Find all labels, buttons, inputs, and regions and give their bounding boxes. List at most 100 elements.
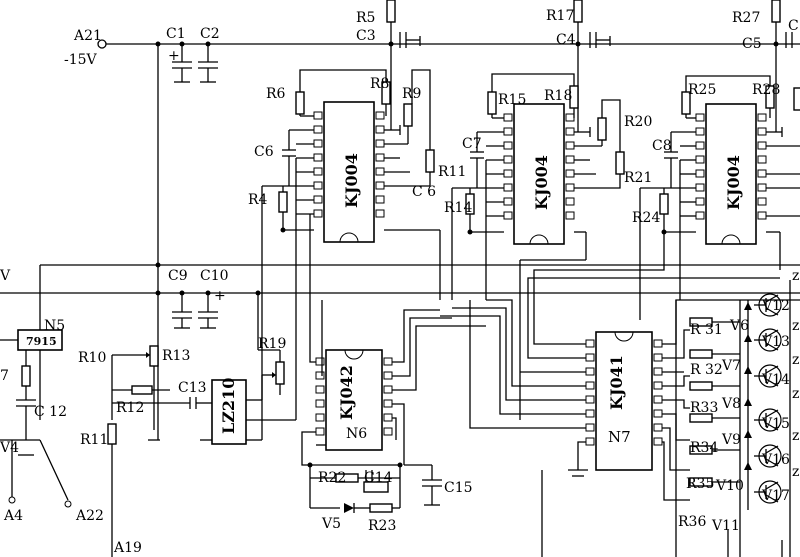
v13-label: V13 (761, 334, 790, 350)
chip-lz210-label: LZ210 (219, 378, 238, 434)
r14-label: R14 (444, 200, 472, 216)
r6-label: R6 (266, 86, 286, 102)
labels: A21 -15V A4 A22 A19 C1 C2 C3 C4 C5 C6 C … (0, 8, 799, 556)
svg-text:+: + (214, 288, 226, 304)
chip-kj004-1-label: KJ004 (342, 153, 361, 208)
v12-label: V12 (761, 298, 790, 314)
v6-label: V6 (729, 318, 749, 334)
v16-label: V16 (761, 452, 790, 468)
capacitor-c2 (198, 44, 218, 83)
c14-label: C14 (364, 470, 393, 486)
chip-kj004-3 (695, 103, 767, 245)
edge-z4-label: z (792, 386, 799, 402)
r4-label: R4 (248, 192, 268, 208)
edge-z3-label: z (792, 352, 799, 368)
r9-label: R9 (402, 86, 421, 102)
r19-label: R19 (258, 336, 286, 352)
chip-n7-label: N7 (608, 428, 631, 446)
chip-n6-label: N6 (346, 426, 367, 442)
capacitor-c4 (589, 32, 611, 48)
supply-rail (0, 39, 800, 440)
terminal-a21-label: A21 (73, 28, 102, 44)
capacitor-c9 (172, 293, 192, 329)
r11b-label: R11 (80, 432, 108, 448)
svg-text:+: + (168, 48, 180, 64)
v17-label: V17 (761, 488, 790, 504)
resistor-r5 (386, 0, 396, 23)
capacitor-c1: + (168, 44, 192, 83)
edge-z1-label: z (792, 268, 799, 284)
regulator-7915 (0, 300, 72, 508)
terminal-a19-label: A19 (113, 540, 142, 556)
r22-label: R22 (318, 470, 346, 486)
r17-label: R17 (546, 8, 574, 24)
v8-label: V8 (721, 396, 741, 412)
r11a-label: R11 (438, 164, 466, 180)
r31-label: R 31 (690, 322, 723, 338)
supply-voltage-label: -15V (64, 52, 98, 68)
chip-kj004-2-label: KJ004 (532, 155, 551, 210)
c9-label: C9 (168, 268, 188, 284)
edge-z2-label: z (792, 318, 799, 334)
r8-label: R8 (370, 76, 389, 92)
r10-label: R10 (78, 350, 106, 366)
left-edge-v-label: V (0, 268, 11, 284)
c12-label: C 12 (34, 404, 67, 420)
r33-label: R33 (690, 400, 718, 416)
r20-label: R20 (624, 114, 652, 130)
c4-label: C4 (556, 32, 576, 48)
pot-r13 (107, 345, 212, 557)
v14-label: V14 (761, 372, 790, 388)
v5-label: V5 (321, 516, 341, 532)
capacitor-c5 (785, 32, 793, 48)
pot-r19 (257, 293, 285, 400)
r28-label: R28 (752, 82, 780, 98)
capacitor-c10: + (198, 288, 226, 329)
v10-label: V10 (715, 478, 744, 494)
r12-label: R12 (116, 400, 144, 416)
r24-label: R24 (632, 210, 660, 226)
terminal-a4-label: A4 (3, 508, 23, 524)
right-edge-c-label: C (788, 18, 799, 34)
resistor-r27 (771, 0, 781, 23)
r7-label: 7 (0, 368, 9, 384)
c15-label: C15 (444, 480, 473, 496)
c2-label: C2 (200, 26, 220, 42)
chip2-wiring (451, 73, 625, 420)
r21-label: R21 (624, 170, 652, 186)
v4-label: V4 (0, 440, 19, 456)
v7-label: V7 (721, 358, 741, 374)
r15-label: R15 (498, 92, 526, 108)
resistor-r17 (573, 0, 583, 23)
c7-label: C7 (462, 136, 482, 152)
c3-label: C3 (356, 28, 376, 44)
chip-kj041-label: KJ041 (607, 355, 626, 410)
chip-lz210 (200, 300, 297, 445)
chip-kj004-1 (313, 101, 385, 243)
r34-label: R34 (690, 440, 718, 456)
r5-label: R5 (356, 10, 375, 26)
v15-label: V15 (761, 416, 790, 432)
c13-label: C13 (178, 380, 207, 396)
kj041-wiring (440, 232, 800, 557)
chip-kj004-3-label: KJ004 (724, 155, 743, 210)
r36-label: R36 (678, 514, 706, 530)
c6b-label: C 6 (412, 184, 436, 200)
v9-label: V9 (721, 432, 741, 448)
r18-label: R18 (544, 88, 572, 104)
edge-z5-label: z (792, 428, 799, 444)
chip-kj042-label: KJ042 (337, 365, 356, 420)
terminal-a22-label: A22 (75, 508, 104, 524)
r23-label: R23 (368, 518, 396, 534)
c6-label: C6 (254, 144, 274, 160)
junction-dots (155, 41, 779, 468)
c8-label: C8 (652, 138, 672, 154)
regulator-7915-label: 7915 (26, 335, 57, 348)
r32-label: R 32 (690, 362, 723, 378)
r13-label: R13 (162, 348, 190, 364)
v11-label: V11 (711, 518, 740, 534)
capacitor-c3 (399, 32, 421, 48)
edge-z6-label: z (792, 464, 799, 480)
n5-label: N5 (44, 318, 65, 334)
